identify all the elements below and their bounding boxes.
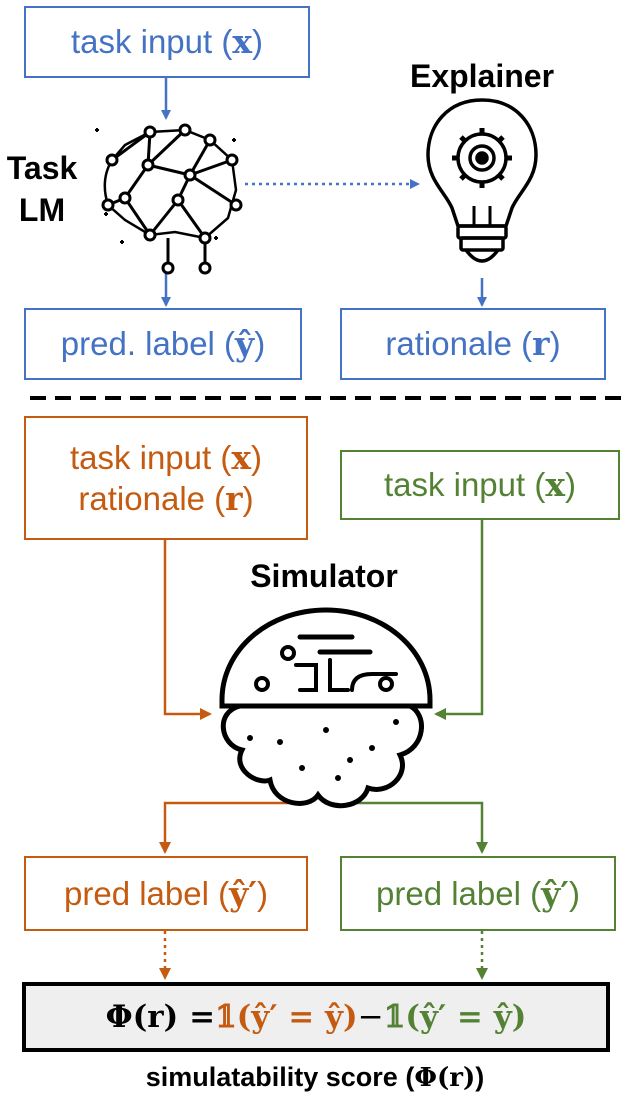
score-formula-box: Φ(r) = 𝟙(ŷ′ = ŷ) − 𝟙(ŷ′ = ŷ) <box>22 982 610 1052</box>
score-term-green: 𝟙(ŷ′ = ŷ) <box>383 999 527 1035</box>
arrow-simulator-to-green-pred <box>356 801 488 854</box>
pred-label-box: pred. label (ŷ) <box>24 308 302 380</box>
brain-network-icon <box>95 123 243 275</box>
task-input-var: x <box>232 22 253 62</box>
pred-label-close: ) <box>254 325 266 363</box>
orange-pred-close: ) <box>257 874 268 912</box>
orange-input-line1-close: ) <box>251 438 263 476</box>
orange-pred-box: pred label (ŷ′) <box>24 856 308 931</box>
orange-input-box: task input (x) rationale (r) <box>24 416 308 540</box>
green-input-box: task input (x) <box>340 450 620 520</box>
task-input-close: ) <box>252 23 264 61</box>
robot-brain-icon <box>219 607 433 809</box>
simulator-label: Simulator <box>250 558 398 594</box>
score-caption: simulatability score (Φ(r)) <box>0 1062 630 1093</box>
rationale-box: rationale (r) <box>340 308 606 380</box>
task-lm-label-line1: Task <box>6 150 78 186</box>
score-caption-var: Φ(r) <box>414 1063 476 1093</box>
task-input-text: task input ( <box>70 23 233 61</box>
green-pred-box: pred label (ŷ′) <box>340 856 616 931</box>
orange-input-line1: task input (x) <box>70 437 262 478</box>
orange-pred-var: ŷ′ <box>229 873 257 913</box>
score-caption-close: ) <box>475 1062 485 1092</box>
explainer-label: Explainer <box>409 58 555 94</box>
lightbulb-gear-icon <box>426 98 538 263</box>
green-input-text: task input ( <box>383 466 546 504</box>
orange-pred-text: pred label ( <box>64 874 230 912</box>
score-minus: − <box>357 999 384 1035</box>
pred-label-var: ŷ <box>235 324 255 364</box>
orange-input-line2-close: ) <box>242 480 254 517</box>
arrow-simulator-to-orange-pred <box>159 801 302 854</box>
green-pred-close: ) <box>569 874 580 912</box>
task-lm-label-line2: LM <box>18 191 66 228</box>
rationale-var: r <box>532 324 550 364</box>
score-caption-text: simulatability score ( <box>145 1062 415 1092</box>
arrow-orange-input-to-simulator <box>163 540 212 720</box>
orange-input-line2-var: r <box>225 479 243 518</box>
green-input-var: x <box>545 465 566 505</box>
green-input-close: ) <box>565 466 577 504</box>
task-input-box: task input (x) <box>24 6 310 78</box>
pred-label-text: pred. label ( <box>60 325 236 363</box>
score-term-orange: 𝟙(ŷ′ = ŷ) <box>215 999 358 1035</box>
green-pred-var: ŷ′ <box>541 873 569 913</box>
orange-input-line2-text: rationale ( <box>78 480 226 517</box>
rationale-close: ) <box>549 325 561 363</box>
arrow-green-input-to-simulator <box>434 518 484 720</box>
green-pred-text: pred label ( <box>376 874 542 912</box>
orange-input-line1-var: x <box>231 437 252 477</box>
orange-input-line2: rationale (r) <box>78 478 253 519</box>
rationale-text: rationale ( <box>385 325 533 363</box>
task-lm-label: Task LM <box>0 148 88 231</box>
score-lhs: Φ(r) = <box>105 999 216 1035</box>
orange-input-line1-text: task input ( <box>69 438 232 476</box>
